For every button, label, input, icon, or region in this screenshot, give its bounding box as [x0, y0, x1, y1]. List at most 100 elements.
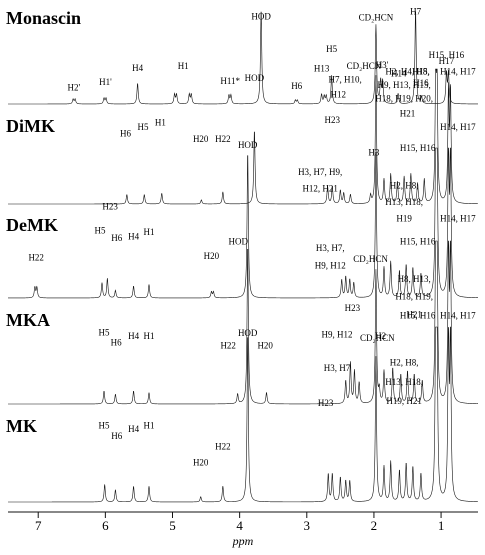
peak-label-3-11: H2	[375, 331, 386, 341]
peak-label-2-1: H23	[102, 202, 118, 212]
peak-label-0-0: H2'	[67, 83, 80, 93]
peak-label-4-5: H22	[215, 442, 231, 452]
peak-label-3-1: H6	[111, 337, 122, 347]
x-tick-label-2: 5	[169, 518, 176, 533]
peak-label-1-12: H9, H13, H15,	[377, 80, 430, 90]
peak-label-3-12: H15, H16	[400, 236, 436, 246]
peak-label-2-2: H5	[95, 226, 106, 236]
peak-label-1-3: H20	[193, 134, 209, 144]
peak-label-1-11: H2, H4, H8,	[385, 66, 429, 76]
peak-label-4-14: H19, H21	[386, 396, 422, 406]
peak-label-0-2: H4	[132, 63, 143, 73]
peak-label-3-15: H21	[406, 310, 422, 320]
peak-label-3-6: H20	[257, 341, 273, 351]
peak-label-3-7: H3, H7,	[316, 243, 345, 253]
x-tick-label-6: 1	[438, 518, 445, 533]
x-axis-label: ppm	[232, 534, 254, 548]
peak-label-0-15: H17	[439, 56, 455, 66]
x-tick-label-4: 3	[304, 518, 311, 533]
peak-label-3-4: HOD	[229, 236, 249, 246]
peak-label-1-5: HOD	[245, 73, 265, 83]
peak-label-1-8: H7, H10,	[328, 75, 361, 85]
peak-label-0-7: H13	[314, 64, 330, 74]
peak-label-4-1: H6	[111, 431, 122, 441]
x-tick-label-3: 4	[236, 518, 243, 533]
peak-label-2-9: H12, H21	[302, 184, 338, 194]
peak-label-1-4: H22	[215, 134, 231, 144]
peak-label-2-10: H2, H8,	[390, 181, 419, 191]
peak-label-3-8: H9, H12	[315, 261, 346, 271]
peak-label-0-6: H6	[291, 81, 302, 91]
peak-label-4-12: H2, H8,	[390, 358, 419, 368]
peak-label-0-11: H14	[391, 69, 407, 79]
spectrum-trace-3	[8, 240, 479, 405]
peak-label-1-14: H21	[400, 108, 416, 118]
peak-label-3-14: H18, H19,	[395, 292, 433, 302]
peak-label-1-0: H6	[120, 129, 131, 139]
spectrum-trace-2	[8, 147, 478, 299]
peak-label-2-4: H4	[128, 232, 139, 242]
peak-label-0-5: HOD	[251, 11, 271, 21]
peak-label-4-10: CD₂HCN	[360, 333, 395, 343]
peak-label-2-0: H22	[28, 253, 44, 263]
peak-label-2-14: H14, H17	[440, 122, 476, 132]
peak-label-3-9: H23	[345, 303, 361, 313]
peak-label-2-13: H15, H16	[400, 143, 436, 153]
peak-label-4-15: H14, H17	[440, 310, 476, 320]
peak-label-1-7: H12	[331, 89, 347, 99]
spectrum-name-1: DiMK	[6, 116, 55, 136]
peak-label-1-6: H23	[325, 115, 341, 125]
spectrum-trace-1	[8, 68, 478, 205]
spectrum-trace-4	[8, 326, 479, 503]
peak-label-3-3: H1	[144, 331, 155, 341]
x-tick-label-5: 2	[371, 518, 378, 533]
spectrum-name-3: MKA	[6, 310, 50, 330]
peak-label-0-9: CD₂HCN	[359, 12, 394, 22]
peak-label-4-8: H3, H7	[324, 363, 351, 373]
peak-label-3-5: H22	[220, 341, 236, 351]
peak-label-4-0: H5	[99, 421, 110, 431]
spectrum-name-0: Monascin	[6, 8, 81, 28]
peak-label-1-1: H5	[138, 122, 149, 132]
spectrum-trace-0	[8, 11, 478, 105]
peak-label-3-16: H14, H17	[440, 213, 476, 223]
peak-label-1-13: H18, H19, H20,	[375, 93, 433, 103]
peak-label-1-16: H14, H17	[440, 66, 476, 76]
x-tick-label-1: 6	[102, 518, 109, 533]
peak-label-4-7: H9, H12	[322, 330, 353, 340]
peak-label-0-13: H15,	[412, 67, 430, 77]
peak-label-0-10: H3'	[376, 60, 389, 70]
spectrum-name-2: DeMK	[6, 215, 58, 235]
peak-label-2-7: HOD	[238, 140, 258, 150]
peak-label-2-6: H20	[204, 251, 220, 261]
x-tick-label-0: 7	[35, 518, 42, 533]
peak-label-4-4: H20	[193, 457, 209, 467]
peak-label-3-13: H8, H13,	[398, 274, 431, 284]
peak-label-1-10: H3	[368, 147, 379, 157]
peak-label-3-0: H5	[99, 328, 110, 338]
peak-label-1-2: H1	[155, 118, 166, 128]
spectrum-name-4: MK	[6, 416, 37, 436]
peak-label-0-3: H1	[178, 61, 189, 71]
peak-label-2-8: H3, H7, H9,	[298, 167, 342, 177]
peak-label-2-3: H6	[111, 233, 122, 243]
peak-label-4-2: H4	[128, 424, 139, 434]
peak-label-4-3: H1	[144, 421, 155, 431]
peak-label-0-4: H11*	[220, 76, 240, 86]
peak-label-4-6: HOD	[238, 328, 258, 338]
peak-label-1-15: H15, H16	[429, 50, 465, 60]
peak-label-3-2: H4	[128, 331, 139, 341]
peak-label-0-1: H1'	[99, 77, 112, 87]
peak-label-1-9: CD₂HCN	[347, 61, 382, 71]
peak-label-3-10: CD₂HCN	[353, 254, 388, 264]
peak-label-4-11: H15, H16	[400, 310, 436, 320]
peak-label-2-5: H1	[144, 227, 155, 237]
peak-label-0-14: H16	[413, 78, 429, 88]
peak-label-0-12: H7	[410, 7, 421, 17]
peak-label-0-8: H5	[326, 44, 337, 54]
peak-label-2-11: H13, H18,	[385, 197, 423, 207]
peak-label-4-9: H23	[318, 398, 334, 408]
peak-label-2-12: H19	[396, 214, 412, 224]
